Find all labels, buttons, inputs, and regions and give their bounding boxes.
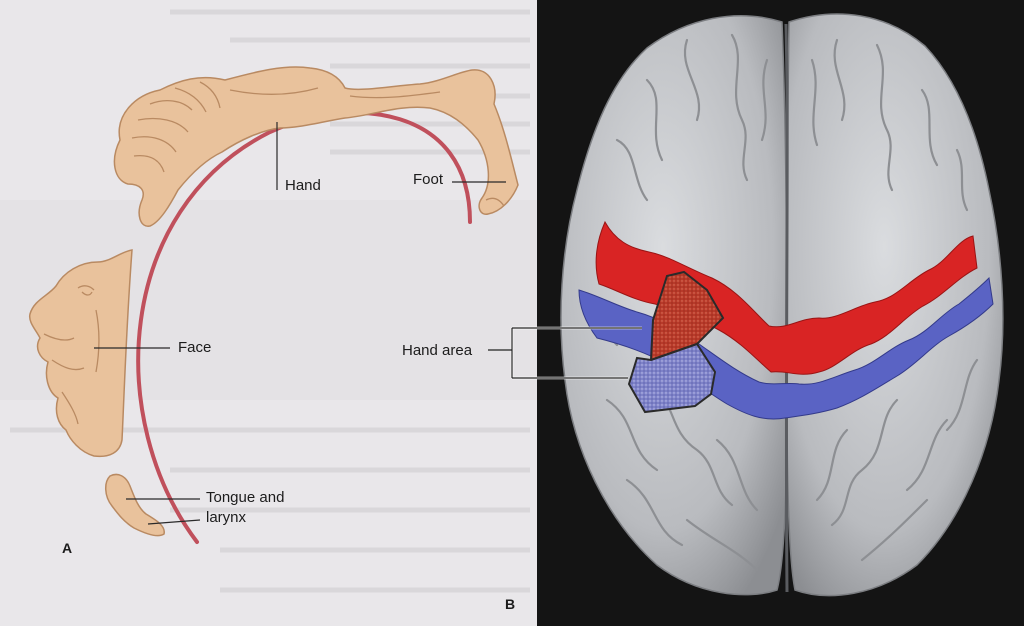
tongue-figure: [105, 473, 165, 537]
face-figure: [28, 249, 133, 458]
label-hand: Hand: [285, 177, 321, 194]
sulci-lines: [585, 33, 979, 572]
brain-illustration: [560, 13, 1004, 597]
hand-arm-figure: [113, 66, 519, 227]
longitudinal-fissure: [784, 23, 789, 593]
hand-detail-lines: [131, 81, 505, 207]
hand-area-bracket: [488, 326, 642, 380]
label-tongue-larynx: Tongue and larynx: [206, 489, 285, 526]
brain-panel: [537, 0, 1024, 626]
panel-a-letter: A: [62, 540, 73, 556]
hand-area-sensory: [627, 342, 717, 414]
hand-area-motor: [649, 270, 725, 362]
face-detail-lines: [43, 285, 100, 425]
panel-b-letter: B: [505, 596, 516, 612]
cortex-strip: [136, 110, 472, 544]
homunculus-panel: [10, 9, 530, 593]
label-hand-area: Hand area: [402, 342, 473, 359]
label-face: Face: [178, 339, 212, 356]
leader-lines-a: [94, 122, 506, 525]
label-foot: Foot: [413, 171, 444, 188]
